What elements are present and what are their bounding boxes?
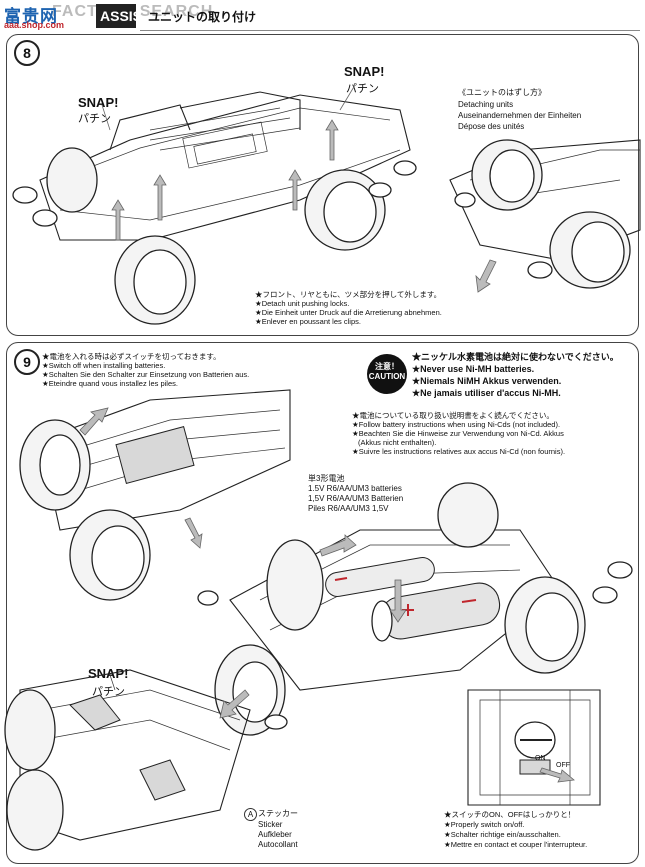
onoff-note-fr: ★Mettre en contact et couper l'interrupt… — [444, 840, 588, 849]
step-9-panel — [6, 342, 639, 864]
nimh-warning-jp: ★ニッケル水素電池は絶対に使わないでください。 — [412, 352, 619, 362]
onoff-note-de: ★Schalter richtige ein/ausschalten. — [444, 830, 561, 839]
step-8-chassis-illustration — [12, 84, 641, 325]
step-8-number: 8 — [14, 40, 40, 66]
sticker-label-en: Sticker — [258, 820, 283, 829]
chassis-tab: ASSIS — [96, 4, 142, 28]
rear-wheel-left — [114, 235, 196, 325]
nimh-warning-fr: ★Ne jamais utiliser d'accus Ni-MH. — [412, 388, 561, 398]
nimh-warning-de: ★Niemals NiMH Akkus verwenden. — [412, 376, 562, 386]
battery — [371, 582, 501, 642]
caution-badge: 注意！ CAUTION — [367, 354, 407, 394]
step-9-number: 9 — [14, 349, 40, 375]
nicd-note-fr: ★Suivre les instructions relatives aux a… — [352, 447, 566, 456]
battery-label-jp: 単3形電池 — [308, 474, 345, 483]
push-note-fr: ★Enlever en poussant les clips. — [255, 317, 361, 326]
switch-on-label: ON — [535, 755, 546, 762]
snap-label-right: SNAP! — [344, 64, 385, 79]
rollers — [12, 160, 417, 227]
watermark-subtext: aaa.shop.com — [4, 20, 65, 30]
front-wheel-right — [304, 169, 386, 251]
switch-note-de: ★Schalten Sie den Schalter zur Einsetzun… — [42, 370, 250, 379]
step-9-illustration — [4, 389, 633, 851]
switch-detail — [467, 689, 601, 806]
detach-unit-detail — [449, 139, 641, 293]
detach-de: Auseinandernehmen der Einheiten — [458, 111, 582, 120]
nicd-note-jp: ★電池についている取り扱い説明書をよく読んでください。 — [352, 411, 554, 420]
sticker-marker: A — [244, 808, 257, 821]
minus-sign-icon — [334, 577, 477, 603]
switch-note-en: ★Switch off when installing batteries. — [42, 361, 166, 370]
chassis-frame — [39, 91, 411, 241]
wheel-back-left — [46, 147, 98, 213]
sticker-label-fr: Autocollant — [258, 840, 298, 849]
snap-label-left: SNAP! — [78, 95, 119, 110]
battery-label-fr: Piles R6/AA/UM3 1,5V — [308, 504, 389, 513]
onoff-note-en: ★Properly switch on/off. — [444, 820, 525, 829]
snap-label-left-jp: パチン — [78, 113, 111, 125]
sticker-label-de: Aufkleber — [258, 830, 292, 839]
chassis-switch-off — [19, 389, 291, 601]
section-title-jp: ユニットの取り付け — [148, 10, 257, 24]
up-arrows-right — [288, 84, 356, 211]
watermark-logo: 富贵网 — [4, 7, 58, 26]
chassis-battery — [197, 482, 633, 736]
battery-label-en: 1.5V R6/AA/UM3 batteries — [308, 484, 402, 493]
nimh-warning-en: ★Never use Ni-MH batteries. — [412, 364, 535, 374]
battery-label-de: 1,5V R6/AA/UM3 Batterien — [308, 494, 404, 503]
onoff-note-jp: ★スイッチのON、OFFはしっかりと！ — [444, 810, 576, 819]
switch-note-fr: ★Eteindre quand vous installez les piles… — [42, 379, 178, 388]
chassis-cover-snap — [4, 669, 251, 851]
switch-note-jp: ★電池を入れる時は必ずスイッチを切っておきます。 — [42, 352, 221, 361]
switch-off-label: OFF — [556, 762, 570, 769]
detach-en: Detaching units — [458, 100, 514, 109]
nicd-note-en: ★Follow battery instructions when using … — [352, 420, 561, 429]
detach-title-jp: 《ユニットのはずし方》 — [458, 88, 546, 97]
caution-jp: 注意！ — [375, 362, 399, 371]
nicd-note-de-2: (Akkus nicht enthalten). — [358, 438, 437, 447]
step-8-panel — [6, 34, 639, 336]
page-header: FACTORY SEARCH ASSIS ユニットの取り付け 富贵网 aaa.s… — [0, 0, 645, 32]
push-note-jp: ★フロント、リヤともに、ツメ部分を押して外します。 — [255, 290, 442, 299]
sticker-label-jp: ステッカー — [258, 809, 298, 818]
detach-fr: Dépose des unités — [458, 122, 525, 131]
battery-top — [325, 557, 435, 597]
caution-en: CAUTION — [368, 372, 406, 381]
push-note-en: ★Detach unit pushing locks. — [255, 299, 350, 308]
up-arrows-left — [101, 104, 167, 241]
header-rule — [140, 30, 640, 31]
nicd-note-de: ★Beachten Sie die Hinweise zur Verwendun… — [352, 429, 564, 438]
push-note-de: ★Die Einheit unter Druck auf die Arretie… — [255, 308, 442, 317]
